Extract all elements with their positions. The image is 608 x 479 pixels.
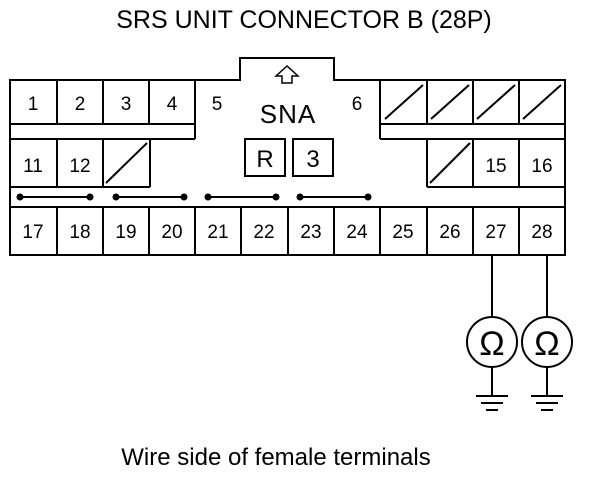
pin-label: 27: [485, 222, 506, 243]
pin-label: 12: [69, 156, 90, 177]
ohmmeter-27: Ω: [466, 255, 518, 411]
r-box: [244, 138, 286, 177]
center-label: SNA: [260, 99, 316, 129]
pin-label: 19: [115, 222, 136, 243]
pin-label: 17: [22, 222, 43, 243]
pin-label: 21: [207, 222, 228, 243]
ground-icon: [476, 395, 508, 411]
pin-label: 26: [439, 222, 460, 243]
pin-label: 11: [23, 156, 43, 177]
pin-label: 5: [212, 94, 223, 115]
ground-icon: [531, 395, 563, 411]
ohm-symbol: Ω: [479, 325, 504, 363]
pin-label: 28: [531, 222, 552, 243]
pin-label: 4: [167, 94, 178, 115]
pin-label: 22: [253, 222, 274, 243]
row3-pins: 17 18 19 20 21 22 23 24 25 26 27 28: [22, 222, 552, 243]
r-box-label: R: [256, 146, 273, 173]
row2-pins: 11 12 15 16: [23, 156, 552, 177]
row1-pins: 1 2 3 4 5 6: [28, 94, 363, 115]
pin-label: 1: [28, 94, 39, 115]
pin-label: 24: [346, 222, 368, 243]
diagram-caption: Wire side of female terminals: [121, 444, 430, 471]
pin-label: 16: [531, 156, 552, 177]
pin-label: 23: [300, 222, 321, 243]
unused-terminals: [105, 84, 562, 184]
shorting-bars: [16, 193, 372, 201]
ohm-symbol: Ω: [534, 325, 559, 363]
pin-label: 18: [69, 222, 90, 243]
pin-label: 15: [485, 156, 506, 177]
pin-label: 2: [75, 94, 86, 115]
connector-body: [9, 57, 566, 256]
diagram-title: SRS UNIT CONNECTOR B (28P): [116, 6, 492, 34]
three-box: [292, 138, 334, 177]
pin-label: 20: [161, 222, 182, 243]
pin-label: 25: [392, 222, 413, 243]
pin-label: 3: [121, 94, 132, 115]
ohmmeter-28: Ω: [521, 255, 573, 411]
pin-label: 6: [352, 94, 363, 115]
three-box-label: 3: [306, 146, 319, 173]
arrow-up-icon: [274, 64, 300, 84]
